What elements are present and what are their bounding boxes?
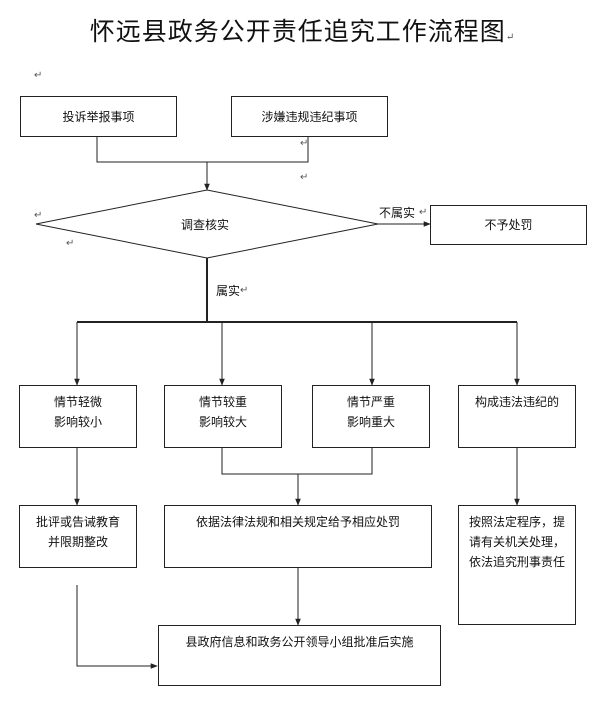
- paragraph-mark: ↵: [505, 32, 516, 43]
- punish-box: 依据法律法规和相关规定给予相应处罚: [164, 505, 432, 568]
- connector-violation: [207, 137, 309, 163]
- connector-report: [96, 137, 207, 163]
- paragraph-mark: ↵: [240, 285, 249, 296]
- crime-case-box: 构成违法违纪的: [458, 385, 576, 448]
- paragraph-mark: ↵: [300, 172, 309, 183]
- implement-box: 县政府信息和政务公开领导小组批准后实施: [158, 625, 441, 686]
- criticize-box: 批评或告诫教育 并限期整改: [19, 505, 137, 568]
- serious-case-box: 情节较重 影响较大: [164, 385, 282, 448]
- no-penalty-box: 不予处罚: [430, 205, 587, 245]
- edge-label-not-true: 不属实: [379, 206, 416, 220]
- report-source-box: 投诉举报事项: [20, 96, 177, 137]
- page-title: 怀远县政务公开责任追究工作流程图↵: [89, 17, 516, 46]
- minor-case-box: 情节轻微 影响较小: [19, 385, 137, 448]
- paragraph-mark: ↵: [34, 210, 43, 221]
- paragraph-mark: ↵: [66, 238, 75, 249]
- paragraph-mark: ↵: [34, 70, 43, 81]
- edge-label-true: 属实: [216, 284, 241, 298]
- arrow-criticize-to-implement: [76, 585, 158, 669]
- paragraph-mark: ↵: [300, 138, 309, 149]
- violation-source-box: 涉嫌违规违纪事项: [231, 96, 388, 137]
- severe-case-box: 情节严重 影响重大: [312, 385, 430, 448]
- paragraph-mark: ↵: [419, 207, 428, 218]
- transfer-box: 按照法定程序，提 请有关机关处理， 依法追究刑事责任: [458, 505, 576, 625]
- investigate-label: 调查核实: [181, 218, 230, 232]
- connector-severe-down: [298, 448, 373, 475]
- connector-serious-down: [221, 448, 298, 475]
